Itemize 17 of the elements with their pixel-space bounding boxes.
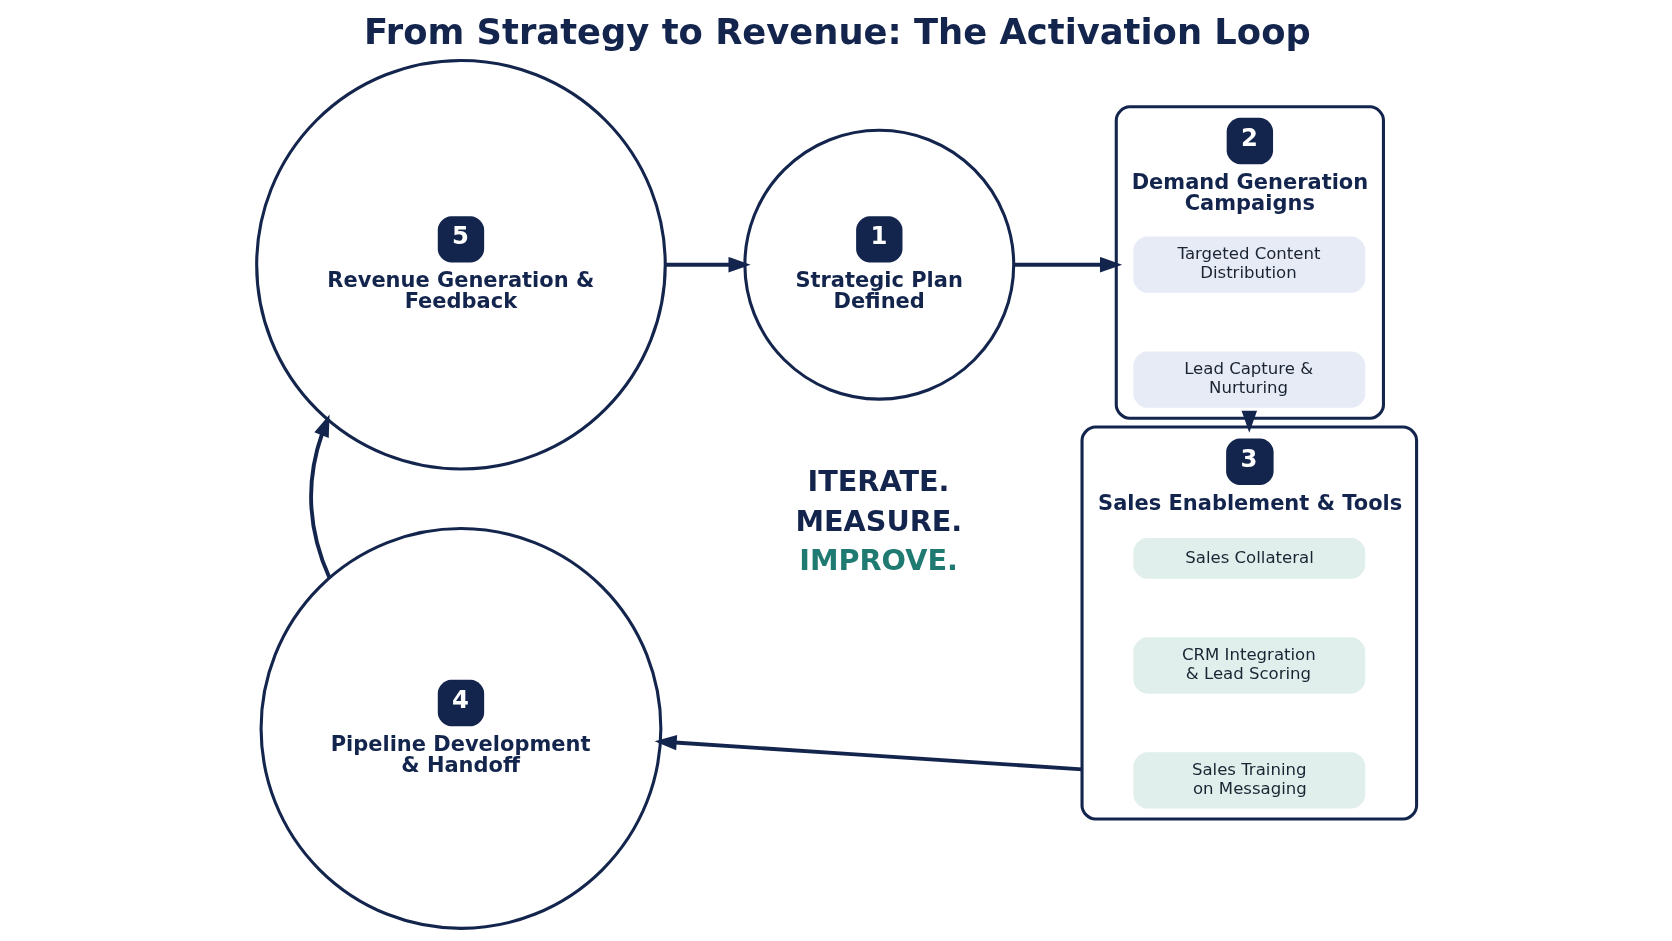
arrow	[1241, 410, 1257, 433]
node-box: Sales Collateral	[1132, 538, 1365, 579]
arrow	[654, 734, 1082, 772]
node-box: Sales Training on Messaging	[1132, 752, 1365, 809]
arrow	[308, 414, 331, 579]
diagram-title: From Strategy to Revenue: The Activation Loop	[363, 11, 1311, 53]
node-box: CRM Integration & Lead Scoring	[1132, 637, 1365, 694]
node-circle: 1 Strategic Plan Defined	[742, 128, 1015, 401]
node-box: Targeted Content Distribution	[1132, 236, 1365, 293]
label: ITERATE.	[807, 463, 949, 498]
node-circle: 4 Pipeline Development & Handoff	[259, 527, 662, 930]
label: IMPROVE.	[798, 543, 958, 578]
node-circle: 5 Revenue Generation & Feedback	[254, 58, 667, 471]
arrow	[1013, 256, 1122, 273]
arrow	[665, 256, 751, 273]
node-box: Lead Capture & Nurturing	[1132, 351, 1365, 408]
label: MEASURE.	[794, 503, 962, 538]
